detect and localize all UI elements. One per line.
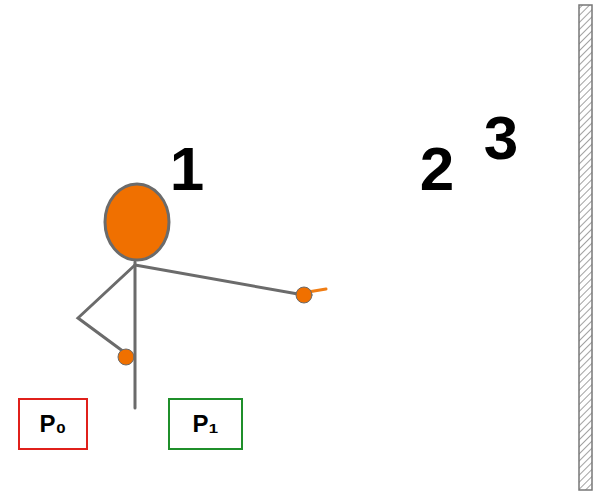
zone-region: 2	[205, 24, 350, 422]
point-label: P₁	[193, 412, 219, 436]
hatched-zone	[205, 24, 350, 422]
hatched-zone	[50, 24, 207, 422]
zone-region: 1	[50, 24, 207, 422]
point-box: P₀	[18, 398, 88, 450]
point-label: P₀	[40, 412, 67, 436]
point-box: P₁	[168, 398, 243, 450]
zone-number: 1	[170, 138, 204, 200]
zone-number: 2	[420, 138, 454, 200]
zone-number: 3	[484, 107, 518, 169]
wall	[579, 5, 592, 490]
person	[78, 184, 326, 408]
